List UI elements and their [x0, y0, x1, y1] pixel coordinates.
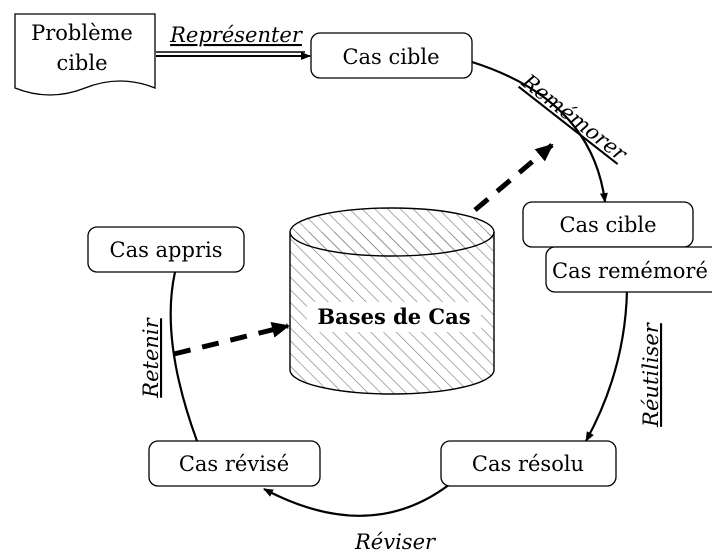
dashed-arrow-retain — [173, 322, 290, 357]
arc-retrieve — [471, 60, 608, 203]
node-learned-case-label: Cas appris — [110, 238, 223, 262]
node-learned-case — [87, 226, 245, 273]
arc-retain — [169, 271, 199, 442]
database-top — [289, 207, 495, 257]
node-retrieved-case-label: Cas remémoré — [552, 259, 708, 283]
problem-line1: Problème — [31, 21, 133, 45]
node-target-case-2-label: Cas cible — [559, 213, 656, 237]
problem-document — [14, 13, 156, 96]
dashed-arrow-retrieve — [473, 143, 554, 212]
node-target-case-label: Cas cible — [342, 45, 439, 69]
node-retrieved-case — [545, 246, 712, 293]
node-revised-case-label: Cas révisé — [179, 452, 289, 476]
edge-label-reuse: Réutiliser — [639, 321, 663, 428]
node-revised-case — [148, 440, 321, 487]
edge-label-revise: Réviser — [354, 530, 437, 554]
arc-revise — [263, 483, 451, 517]
node-solved-case-label: Cas résolu — [472, 452, 584, 476]
edge-label-retain: Retenir — [139, 316, 163, 398]
node-solved-case — [440, 440, 617, 487]
node-target-case — [310, 32, 473, 79]
problem-line2: cible — [56, 51, 107, 75]
arc-reuse — [585, 290, 629, 442]
database-label: Bases de Cas — [317, 304, 470, 329]
edge-label-retrieve: Remémorer — [517, 69, 633, 167]
edge-label-represent: Représenter — [169, 23, 304, 47]
